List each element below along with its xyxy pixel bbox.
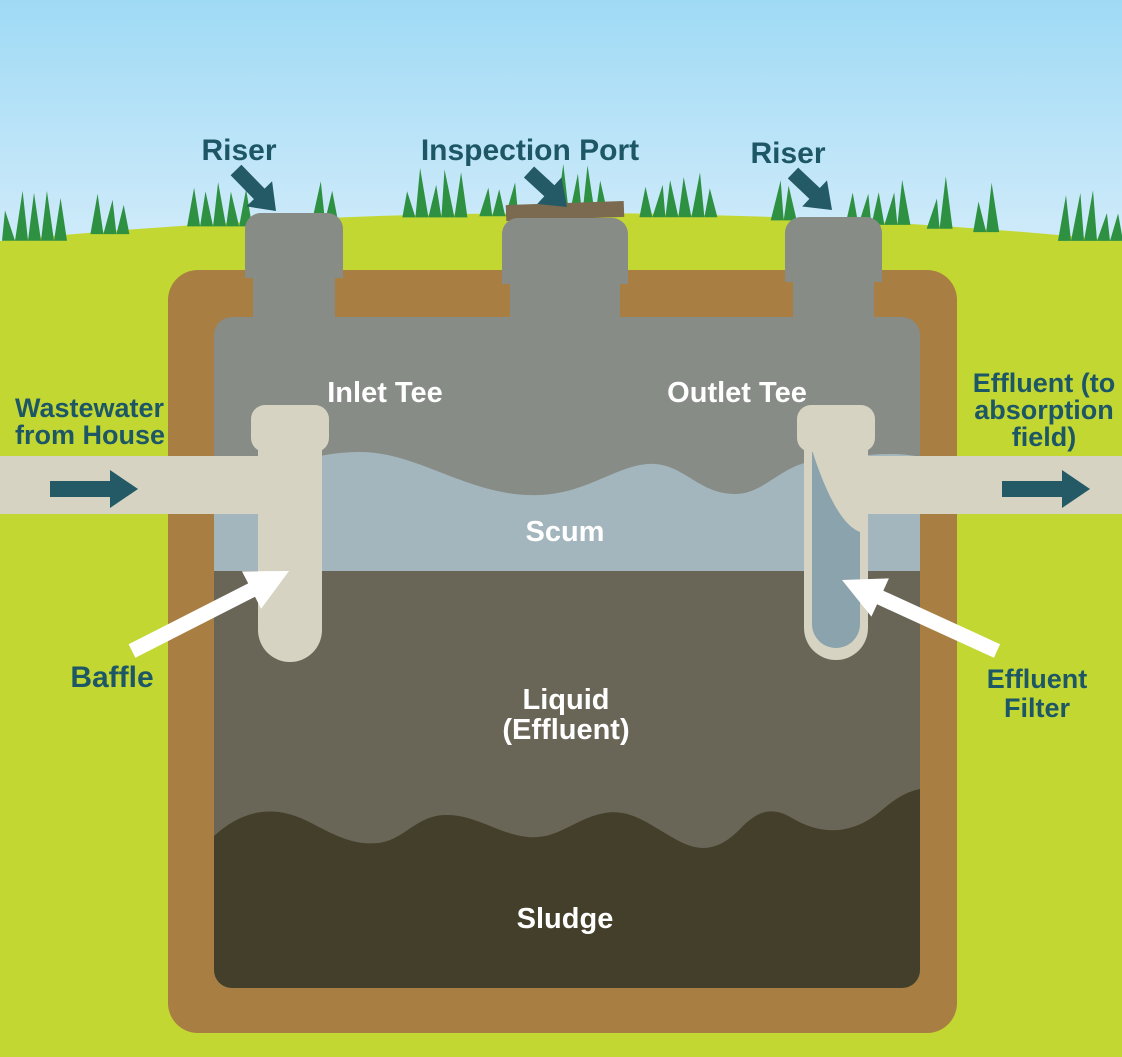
effluent-filter-swoosh xyxy=(812,444,860,532)
inspection-port-riser xyxy=(502,200,628,326)
grass-tuft xyxy=(973,182,1000,233)
wastewater-label-line1: Wastewater xyxy=(15,393,165,423)
liquid-label-line2: (Effluent) xyxy=(502,714,629,746)
flow-arrow-inlet xyxy=(50,470,138,508)
inlet-tee-cap xyxy=(251,405,329,452)
inspection-port-lid xyxy=(505,200,625,222)
inlet-pipe xyxy=(0,456,302,514)
wastewater-label-line2: from House xyxy=(15,420,165,450)
inlet-tee-label: Inlet Tee xyxy=(327,377,443,409)
flow-arrow-outlet xyxy=(1002,470,1090,508)
riser-left xyxy=(245,213,343,325)
liquid-label-line1: Liquid xyxy=(523,684,610,716)
grass-tuft xyxy=(402,168,468,218)
grass-tuft xyxy=(2,190,67,241)
pointer-arrow-baffle xyxy=(128,571,289,658)
sludge-layer xyxy=(214,789,920,988)
effluent-out-label-line3: field) xyxy=(1012,422,1077,452)
grass-tuft xyxy=(1057,190,1122,241)
inlet-pipe-assembly xyxy=(0,405,329,662)
grass-tuft xyxy=(312,181,338,221)
riser-right xyxy=(785,217,882,324)
effluent-out-label-line1: Effluent (to xyxy=(973,368,1115,398)
pointer-arrow-inspection-port xyxy=(523,166,567,207)
effluent-filter-label-line1: Effluent xyxy=(987,664,1088,694)
grass-tuft xyxy=(639,172,718,218)
grass-tuft xyxy=(90,193,130,235)
pointer-arrow-effluent-filter xyxy=(842,578,1001,658)
outlet-pipe-assembly xyxy=(797,405,1122,660)
scum-layer xyxy=(214,452,920,571)
grass-tuft xyxy=(187,182,253,227)
outlet-tee-label: Outlet Tee xyxy=(667,377,807,409)
inspection-port-label: Inspection Port xyxy=(421,134,639,167)
grass-tuft xyxy=(770,180,797,221)
grass-tuft xyxy=(845,179,911,225)
riser-right-label: Riser xyxy=(750,137,825,170)
sludge-label: Sludge xyxy=(517,903,614,935)
effluent-filter-label-line2: Filter xyxy=(1004,693,1071,723)
pointer-arrow-riser-left xyxy=(230,164,276,211)
riser-left-label: Riser xyxy=(201,134,276,167)
baffle-label: Baffle xyxy=(70,661,153,694)
inlet-tee-baffle xyxy=(258,430,322,662)
effluent-out-label-line2: absorption xyxy=(974,395,1114,425)
arrow-layer xyxy=(50,164,1090,658)
outlet-tee-cap xyxy=(797,405,875,452)
grass-tuft xyxy=(926,176,953,229)
scum-label: Scum xyxy=(526,516,605,548)
pointer-arrow-riser-right xyxy=(787,167,832,210)
